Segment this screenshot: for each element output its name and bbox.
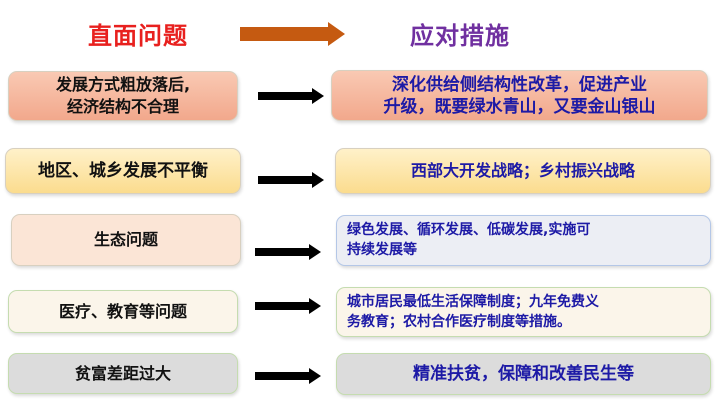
measure-text: 西部大开发战略；乡村振兴战略 — [410, 161, 635, 180]
arrow-icon — [255, 368, 321, 384]
problem-text: 经济结构不合理 — [66, 97, 179, 116]
measure-text: 城市居民最低生活保障制度；九年免费义 — [347, 294, 599, 310]
measure-text: 精准扶贫，保障和改善民生等 — [413, 364, 634, 384]
problem-text: 生态问题 — [93, 230, 158, 249]
measure-text: 升级，既要绿水青山，又要金山银山 — [383, 96, 656, 117]
measure-box-2: 西部大开发战略；乡村振兴战略 — [335, 148, 711, 194]
problem-box-2: 地区、城乡发展不平衡 — [5, 148, 241, 194]
problem-text: 发展方式粗放落后, — [55, 75, 191, 94]
problem-box-4: 医疗、教育等问题 — [8, 290, 238, 333]
measure-box-4: 城市居民最低生活保障制度；九年免费义务教育；农村合作医疗制度等措施。 — [336, 287, 711, 337]
problem-box-5: 贫富差距过大 — [8, 353, 238, 394]
measure-text: 务教育；农村合作医疗制度等措施。 — [347, 314, 571, 330]
problem-text: 医疗、教育等问题 — [58, 301, 187, 321]
measure-box-1: 深化供给侧结构性改革，促进产业升级，既要绿水青山，又要金山银山 — [331, 70, 708, 121]
measure-text: 深化供给侧结构性改革，促进产业 — [392, 74, 647, 95]
measures-heading: 应对措施 — [410, 22, 510, 50]
problem-text: 地区、城乡发展不平衡 — [38, 161, 208, 181]
problems-heading: 直面问题 — [88, 22, 188, 50]
measure-text: 绿色发展、循环发展、低碳发展,实施可 — [347, 222, 591, 238]
arrow-icon — [258, 88, 324, 104]
measure-box-3: 绿色发展、循环发展、低碳发展,实施可持续发展等 — [336, 215, 711, 266]
problem-text: 贫富差距过大 — [74, 363, 171, 383]
arrow-icon — [258, 172, 324, 188]
measure-text: 持续发展等 — [347, 242, 417, 258]
orange-arrow-icon — [240, 22, 345, 46]
arrow-icon — [255, 298, 321, 314]
problem-box-3: 生态问题 — [11, 214, 241, 266]
problem-box-1: 发展方式粗放落后, 经济结构不合理 — [8, 71, 238, 121]
measure-box-5: 精准扶贫，保障和改善民生等 — [336, 353, 711, 395]
arrow-icon — [255, 244, 321, 260]
